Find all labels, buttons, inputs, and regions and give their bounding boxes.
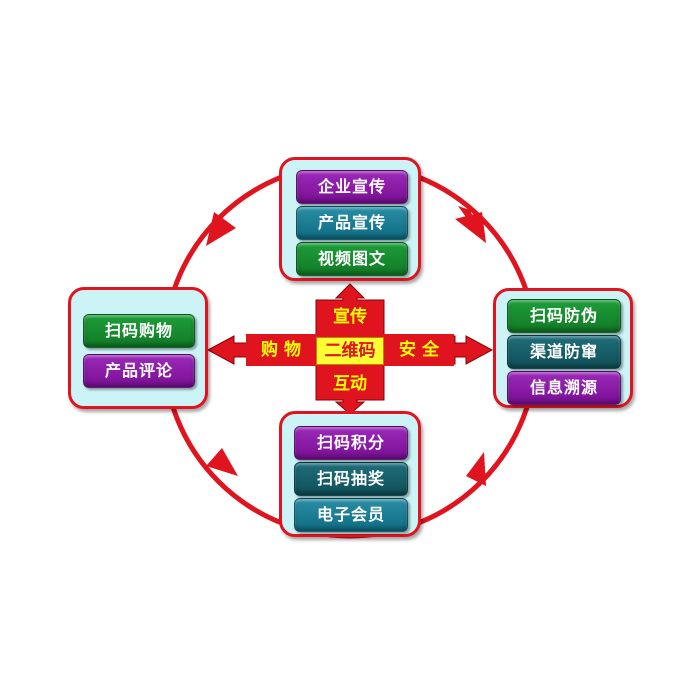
cross-bottom-label: 互动 [333,374,367,394]
ring-arrow-bottom-right [466,452,486,486]
cross-top-label: 宣传 [333,307,367,327]
cross-right-label: 安 全 [399,340,439,360]
cross-left-label: 购 物 [261,340,301,360]
panel-promotion: 企业宣传 产品宣传 视频图文 [279,157,421,281]
item-e-membership[interactable]: 电子会员 [294,498,408,532]
item-traceability[interactable]: 信息溯源 [507,371,621,405]
item-anti-counterfeit[interactable]: 扫码防伪 [507,299,621,333]
item-video-graphics[interactable]: 视频图文 [296,242,408,276]
panel-shopping: 扫码购物 产品评论 [68,287,208,409]
panel-interaction: 扫码积分 扫码抽奖 电子会员 [279,411,421,537]
item-product-review[interactable]: 产品评论 [83,354,195,388]
item-scan-lottery[interactable]: 扫码抽奖 [294,462,408,496]
ring-arrow-bottom-left [206,448,238,476]
item-enterprise-promo[interactable]: 企业宣传 [296,170,408,204]
item-product-promo[interactable]: 产品宣传 [296,206,408,240]
item-scan-points[interactable]: 扫码积分 [294,426,408,460]
item-scan-shopping[interactable]: 扫码购物 [83,314,195,348]
panel-security: 扫码防伪 渠道防窜 信息溯源 [493,288,633,408]
center-qrcode-label: 二维码 [316,337,384,365]
item-channel-control[interactable]: 渠道防窜 [507,335,621,369]
ring-arrow-top-right-head [455,212,486,243]
ring-arrow-top-left [206,212,236,246]
